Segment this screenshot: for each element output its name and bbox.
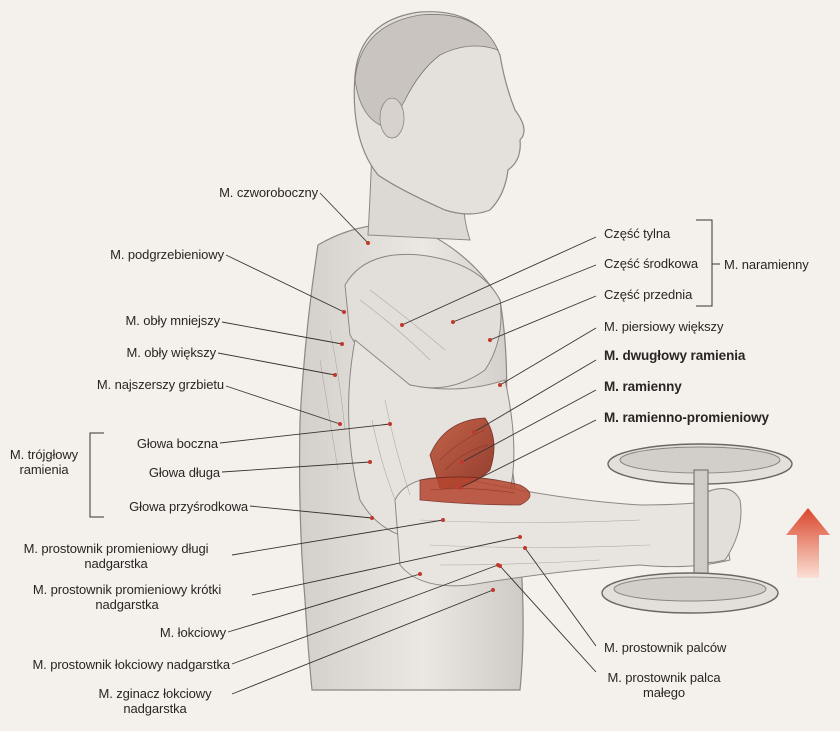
label-teres-major: M. obły większy [126, 345, 216, 360]
label-deltoid-group: M. naramienny [724, 257, 809, 272]
label-infraspinatus: M. podgrzebieniowy [110, 247, 224, 262]
label-anconeus: M. łokciowy [159, 625, 226, 640]
label-ecr-longus: M. prostownik promieniowy długi nadgarst… [2, 541, 230, 571]
body-figure [298, 11, 742, 691]
dumbbell-icon [601, 443, 793, 614]
label-ecu: M. prostownik łokciowy nadgarstka [32, 657, 230, 672]
label-fcu-line2: nadgarstka [123, 701, 187, 716]
up-arrow-icon [786, 508, 830, 578]
label-deltoid-anterior: Część przednia [604, 287, 693, 302]
leader-lines [217, 192, 597, 695]
label-deltoid-middle: Część środkowa [604, 256, 698, 271]
label-triceps-line2: ramienia [19, 462, 69, 477]
label-triceps-line1: M. trójgłowy [9, 447, 79, 462]
label-triceps-group: M. trójgłowy ramienia [2, 447, 86, 477]
label-fcu-line1: M. zginacz łokciowy [98, 686, 212, 701]
label-brachioradialis: M. ramienno-promieniowy [604, 410, 769, 425]
label-latissimus: M. najszerszy grzbietu [96, 377, 224, 392]
label-ext-digitorum: M. prostownik palców [604, 640, 727, 655]
label-teres-minor: M. obły mniejszy [125, 313, 221, 328]
label-deltoid-posterior: Część tylna [604, 226, 671, 241]
deltoid-bracket [696, 219, 720, 307]
triceps-bracket [89, 432, 104, 518]
label-brachialis: M. ramienny [604, 379, 682, 394]
label-long-head: Głowa długa [148, 465, 220, 480]
label-pec-major: M. piersiowy większy [604, 319, 724, 334]
label-ecr-longus-line1: M. prostownik promieniowy długi [23, 541, 209, 556]
label-lateral-head: Głowa boczna [136, 436, 218, 451]
label-ecr-brevis-line2: nadgarstka [95, 597, 159, 612]
label-fcu: M. zginacz łokciowy nadgarstka [80, 686, 230, 716]
label-ext-digiti-min-line1: M. prostownik palca [607, 670, 721, 685]
label-ecr-brevis-line1: M. prostownik promieniowy krótki [32, 582, 222, 597]
label-ecr-brevis: M. prostownik promieniowy krótki nadgars… [2, 582, 252, 612]
label-ecr-longus-line2: nadgarstka [84, 556, 148, 571]
label-ext-digiti-min-line2: małego [642, 685, 686, 700]
label-trapezius: M. czworoboczny [219, 185, 318, 200]
label-ext-digiti-minimi: M. prostownik palca małego [596, 670, 732, 700]
label-biceps: M. dwugłowy ramienia [604, 348, 746, 363]
attachment-dots [333, 241, 527, 592]
label-medial-head: Głowa przyśrodkowa [129, 499, 248, 514]
